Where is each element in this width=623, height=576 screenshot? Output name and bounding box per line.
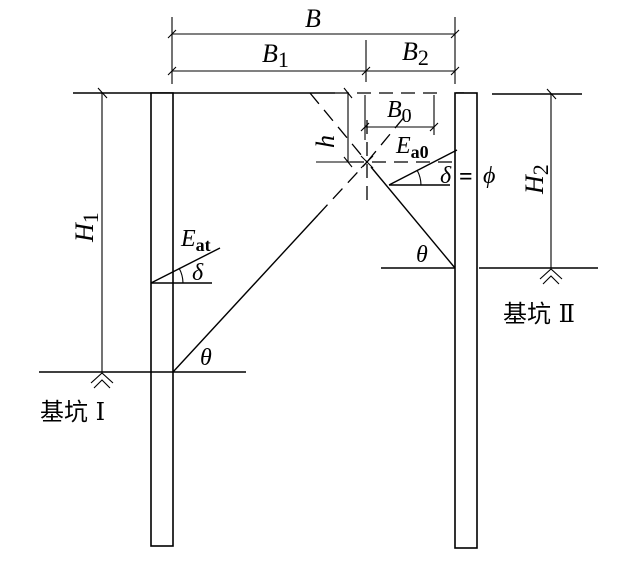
force-Ea0: Ea0 δ = ϕ: [388, 133, 495, 190]
label-H1: H1: [70, 212, 103, 243]
sliding-plane-right: θ: [370, 166, 456, 269]
sliding-plane-left: θ: [172, 161, 368, 373]
label-theta-right: θ: [416, 242, 428, 268]
label-pit-2: 基坑 Ⅱ: [503, 300, 575, 328]
dimension-B0: B0: [360, 95, 439, 140]
pit-2-base: 基坑 Ⅱ: [479, 267, 598, 328]
retaining-wall-left: [150, 92, 174, 547]
apex-construction: [309, 92, 460, 205]
retaining-wall-right: [454, 92, 478, 549]
force-Eat: Eat δ: [150, 226, 221, 286]
label-equals: =: [459, 164, 473, 190]
label-delta-right: δ: [440, 163, 452, 189]
label-B: B: [305, 4, 321, 33]
label-pit-1: 基坑 Ⅰ: [40, 398, 105, 426]
label-Ea0: Ea0: [395, 133, 429, 162]
label-theta-left: θ: [200, 345, 212, 371]
dimension-H2: H2: [520, 88, 557, 268]
dimension-H1: H1: [70, 87, 108, 372]
dimension-B: B: [167, 4, 460, 84]
label-Eat: Eat: [180, 226, 211, 255]
label-delta-left: δ: [192, 260, 204, 286]
dimension-h: h: [311, 87, 353, 168]
label-H2: H2: [520, 164, 553, 195]
label-h: h: [311, 135, 340, 148]
label-B0: B0: [387, 97, 412, 127]
pit-1-base: 基坑 Ⅰ: [39, 371, 246, 426]
label-B1: B1: [262, 39, 289, 72]
dimension-B1-B2: B1 B2: [167, 37, 460, 82]
label-B2: B2: [402, 37, 429, 70]
label-phi: ϕ: [483, 163, 495, 189]
ground-surface: [73, 92, 582, 95]
